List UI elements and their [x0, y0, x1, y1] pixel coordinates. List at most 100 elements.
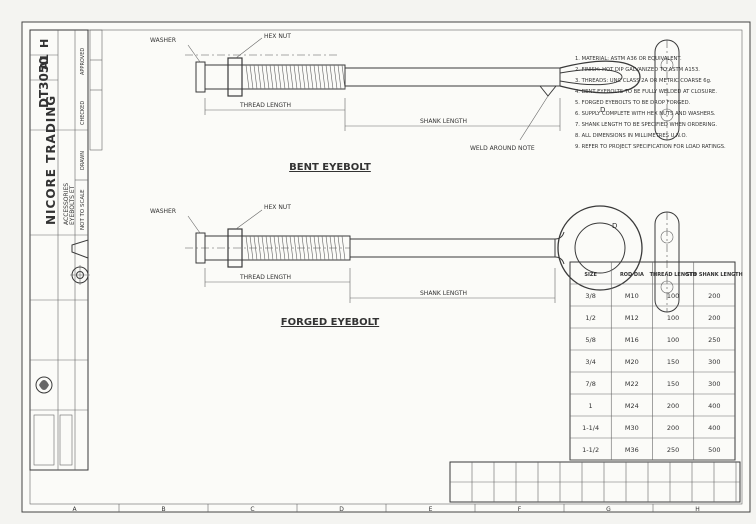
- table-cell: 1: [589, 402, 593, 410]
- thread-line: [285, 235, 290, 261]
- thread-line: [261, 235, 266, 261]
- thread-line: [313, 235, 318, 261]
- thread-line: [261, 64, 266, 90]
- note-line: 7. SHANK LENGTH TO BE SPECIFIED WHEN ORD…: [575, 122, 717, 128]
- table-cell: 300: [708, 380, 720, 388]
- thread-line: [285, 64, 290, 90]
- table-cell: 200: [667, 424, 679, 432]
- table-cell: 1/2: [585, 314, 595, 322]
- table-header-cell: STD SHANK LENGTH: [686, 272, 743, 278]
- thread-line: [321, 235, 326, 261]
- thread-line: [321, 64, 326, 90]
- thread-line: [305, 64, 310, 90]
- thread-line: [329, 64, 334, 90]
- thread-line: [289, 64, 294, 90]
- thread-line: [245, 235, 250, 261]
- thread-line: [325, 235, 330, 261]
- thread-line: [265, 64, 270, 90]
- table-header-cell: THREAD LENGTH: [650, 272, 697, 278]
- thread-line: [317, 235, 322, 261]
- thread-line: [333, 64, 338, 90]
- thread-line: [273, 235, 278, 261]
- note-line: 8. ALL DIMENSIONS IN MILLIMETRES U.N.O.: [575, 133, 687, 139]
- forged-eyebolt-view: THREAD LENGTH SHANK LENGTH HEX NUT WASHE…: [150, 204, 680, 328]
- thread-line: [297, 64, 302, 90]
- thread-line: [329, 235, 334, 261]
- bent-eyebolt-view: THREAD LENGTH SHANK LENGTH HEX NUT WASHE…: [150, 33, 680, 173]
- title-block: DT3050 A1 H NICORE TRADING ACCESSORIES E…: [29, 29, 90, 471]
- zone-label: H: [695, 506, 700, 513]
- forged-thread-length-label: THREAD LENGTH: [239, 274, 291, 281]
- forged-shank-length-label: SHANK LENGTH: [420, 290, 467, 297]
- thread-line: [253, 64, 258, 90]
- thread-line: [249, 235, 254, 261]
- zone-label: C: [250, 506, 254, 513]
- description-line-2: EYEBOLTS ET: [69, 185, 76, 225]
- drawing-number: DT3050: [37, 56, 51, 108]
- zone-label: F: [518, 506, 522, 513]
- table-cell: 150: [667, 380, 679, 388]
- table-cell: 3/4: [585, 358, 595, 366]
- company-logo-icon: [33, 376, 73, 466]
- description-line-1: ACCESSORIES: [63, 183, 70, 225]
- thread-line: [317, 64, 322, 90]
- table-cell: 200: [708, 292, 720, 300]
- bent-nut-label: HEX NUT: [264, 33, 291, 40]
- thread-line: [281, 64, 286, 90]
- thread-line: [297, 235, 302, 261]
- thread-line: [301, 235, 306, 261]
- table-cell: 300: [708, 358, 720, 366]
- note-line: 6. SUPPLY COMPLETE WITH HEX NUTS AND WAS…: [575, 111, 716, 117]
- thread-line: [265, 235, 270, 261]
- note-line: 1. MATERIAL: ASTM A36 OR EQUIVALENT.: [575, 56, 682, 62]
- table-header-cell: SIZE: [584, 272, 597, 278]
- thread-line: [293, 64, 298, 90]
- zone-label: E: [429, 506, 433, 513]
- table-cell: 7/8: [585, 380, 595, 388]
- table-cell: 100: [667, 292, 679, 300]
- bent-thread-length-label: THREAD LENGTH: [239, 102, 291, 109]
- thread-line: [273, 64, 278, 90]
- thread-line: [269, 235, 274, 261]
- table-cell: 5/8: [585, 336, 595, 344]
- projection-symbol-icon: [70, 239, 90, 285]
- thread-line: [281, 235, 286, 261]
- forged-nut-label: HEX NUT: [264, 204, 291, 211]
- table-cell: 500: [708, 446, 720, 454]
- thread-line: [301, 64, 306, 90]
- table-cell: 400: [708, 402, 720, 410]
- general-notes: 1. MATERIAL: ASTM A36 OR EQUIVALENT. 2. F…: [575, 56, 726, 150]
- zone-label: A: [72, 506, 77, 513]
- thread-line: [309, 64, 314, 90]
- table-cell: 1-1/4: [582, 424, 599, 432]
- bent-weld-note: WELD AROUND NOTE: [470, 145, 535, 152]
- table-cell: 200: [708, 314, 720, 322]
- thread-line: [277, 64, 282, 90]
- bent-eyebolt-caption: BENT EYEBOLT: [289, 162, 371, 173]
- table-cell: M30: [625, 424, 639, 432]
- thread-line: [257, 235, 262, 261]
- checked-label: CHECKED: [80, 101, 86, 125]
- table-cell: M12: [625, 314, 639, 322]
- bent-shank-length-label: SHANK LENGTH: [420, 118, 467, 125]
- note-line: 2. FINISH: HOT DIP GALVANIZED TO ASTM A1…: [575, 67, 700, 73]
- thread-line: [333, 235, 338, 261]
- thread-line: [337, 64, 342, 90]
- thread-line: [253, 235, 258, 261]
- sheet-size: A1: [38, 54, 51, 70]
- thread-line: [277, 235, 282, 261]
- thread-line: [325, 64, 330, 90]
- thread-line: [269, 64, 274, 90]
- forged-dim-d: D: [612, 222, 617, 230]
- scale-note: NOT TO SCALE: [80, 189, 86, 230]
- note-line: 4. BENT EYEBOLTS TO BE FULLY WELDED AT C…: [575, 89, 717, 95]
- note-line: 5. FORGED EYEBOLTS TO BE DROP FORGED.: [575, 100, 691, 106]
- thread-line: [337, 235, 342, 261]
- bent-washer-label: WASHER: [150, 37, 176, 44]
- company-name: NICORE TRADING: [44, 95, 58, 225]
- zone-label: B: [161, 506, 165, 513]
